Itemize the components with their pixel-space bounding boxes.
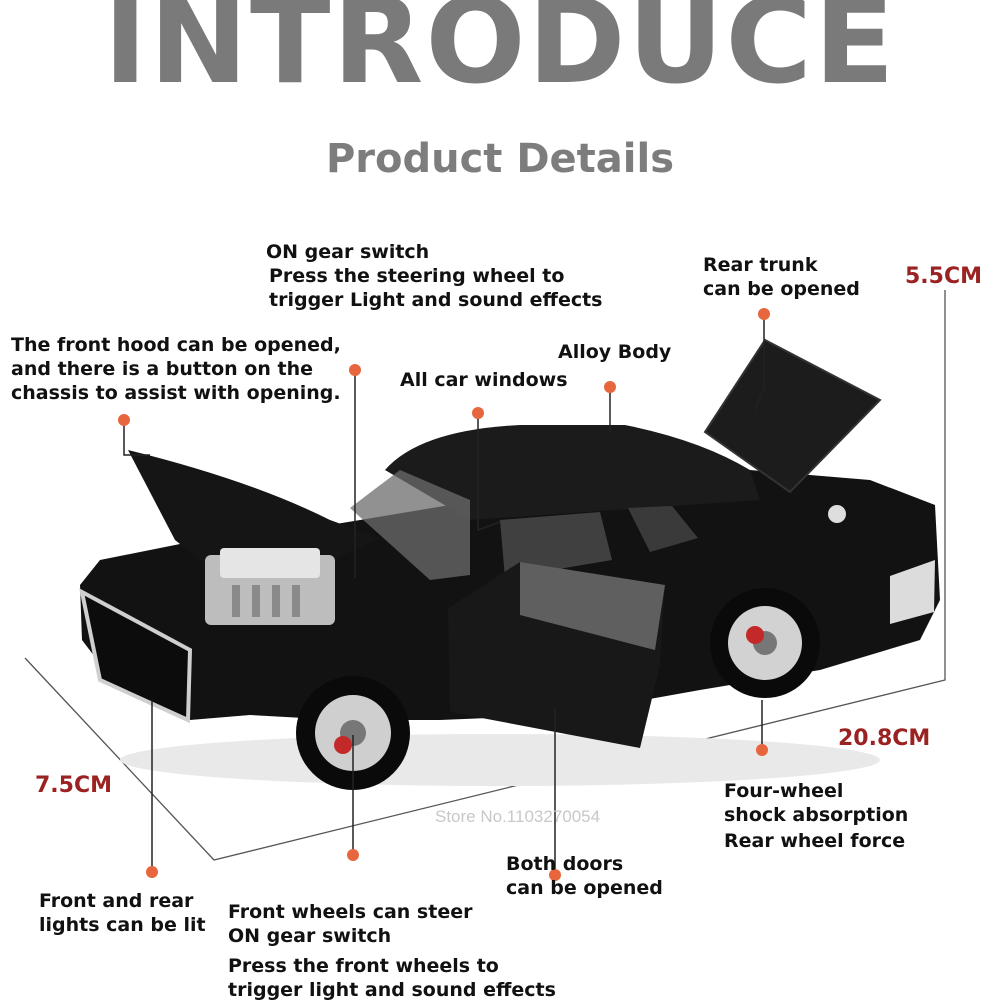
marker-trunk (758, 308, 770, 320)
callout-on-gear: ON gear switch Press the steering wheel … (266, 240, 603, 312)
car-model (79, 338, 940, 790)
callout-suspension-line-2: shock absorption (724, 804, 909, 826)
callout-lights-line-1: Front and rear (39, 890, 194, 912)
marker-on-gear (349, 364, 361, 376)
engine (205, 548, 335, 625)
callout-on-gear-line-1: ON gear switch (266, 241, 430, 263)
marker-windows (472, 407, 484, 419)
callout-lights: Front and rear lights can be lit (39, 889, 206, 937)
callout-trunk: Rear trunk can be opened (703, 253, 860, 301)
callout-suspension: Four-wheel shock absorption Rear wheel f… (724, 779, 908, 853)
page-subtitle: Product Details (325, 136, 675, 182)
callout-windows: All car windows (400, 369, 568, 391)
callout-front-wheels-line-1: Front wheels can steer (228, 901, 473, 923)
page-title: INTRODUCE (103, 0, 897, 110)
callout-hood-line-3: chassis to assist with opening. (11, 382, 341, 404)
callout-hood-line-1: The front hood can be opened, (11, 334, 341, 356)
callout-suspension-line-1: Four-wheel (724, 780, 844, 802)
marker-front-wheels (347, 849, 359, 861)
callout-hood: The front hood can be opened, and there … (11, 333, 341, 405)
callout-alloy-body: Alloy Body (558, 341, 672, 363)
callout-doors-line-1: Both doors (506, 853, 624, 875)
callout-on-gear-line-2: Press the steering wheel to (269, 265, 565, 287)
callout-markers (118, 308, 770, 881)
width-dimension-label: 7.5CM (35, 773, 113, 798)
callout-front-wheels: Front wheels can steer ON gear switch Pr… (228, 900, 556, 1002)
height-dimension-label: 5.5CM (905, 264, 983, 289)
marker-hood (118, 414, 130, 426)
callout-front-wheels-line-3: Press the front wheels to (228, 955, 499, 977)
callout-front-wheels-line-4: trigger light and sound effects (228, 979, 556, 1001)
callout-on-gear-line-3: trigger Light and sound effects (269, 289, 603, 311)
callout-doors: Both doors can be opened (506, 852, 663, 900)
callout-trunk-line-2: can be opened (703, 278, 860, 300)
callout-doors-line-2: can be opened (506, 877, 663, 899)
callout-leaders (123, 314, 765, 875)
callout-lights-line-2: lights can be lit (39, 914, 206, 936)
callout-suspension-line-3: Rear wheel force (724, 830, 906, 852)
length-dimension-label: 20.8CM (838, 726, 931, 751)
marker-suspension (756, 744, 768, 756)
callout-trunk-line-1: Rear trunk (703, 254, 818, 276)
callout-hood-line-2: and there is a button on the (11, 358, 313, 380)
marker-alloy-body (604, 381, 616, 393)
marker-doors (549, 869, 561, 881)
marker-lights (146, 866, 158, 878)
store-watermark: Store No.1103270054 (435, 807, 601, 826)
callout-front-wheels-line-2: ON gear switch (228, 925, 392, 947)
